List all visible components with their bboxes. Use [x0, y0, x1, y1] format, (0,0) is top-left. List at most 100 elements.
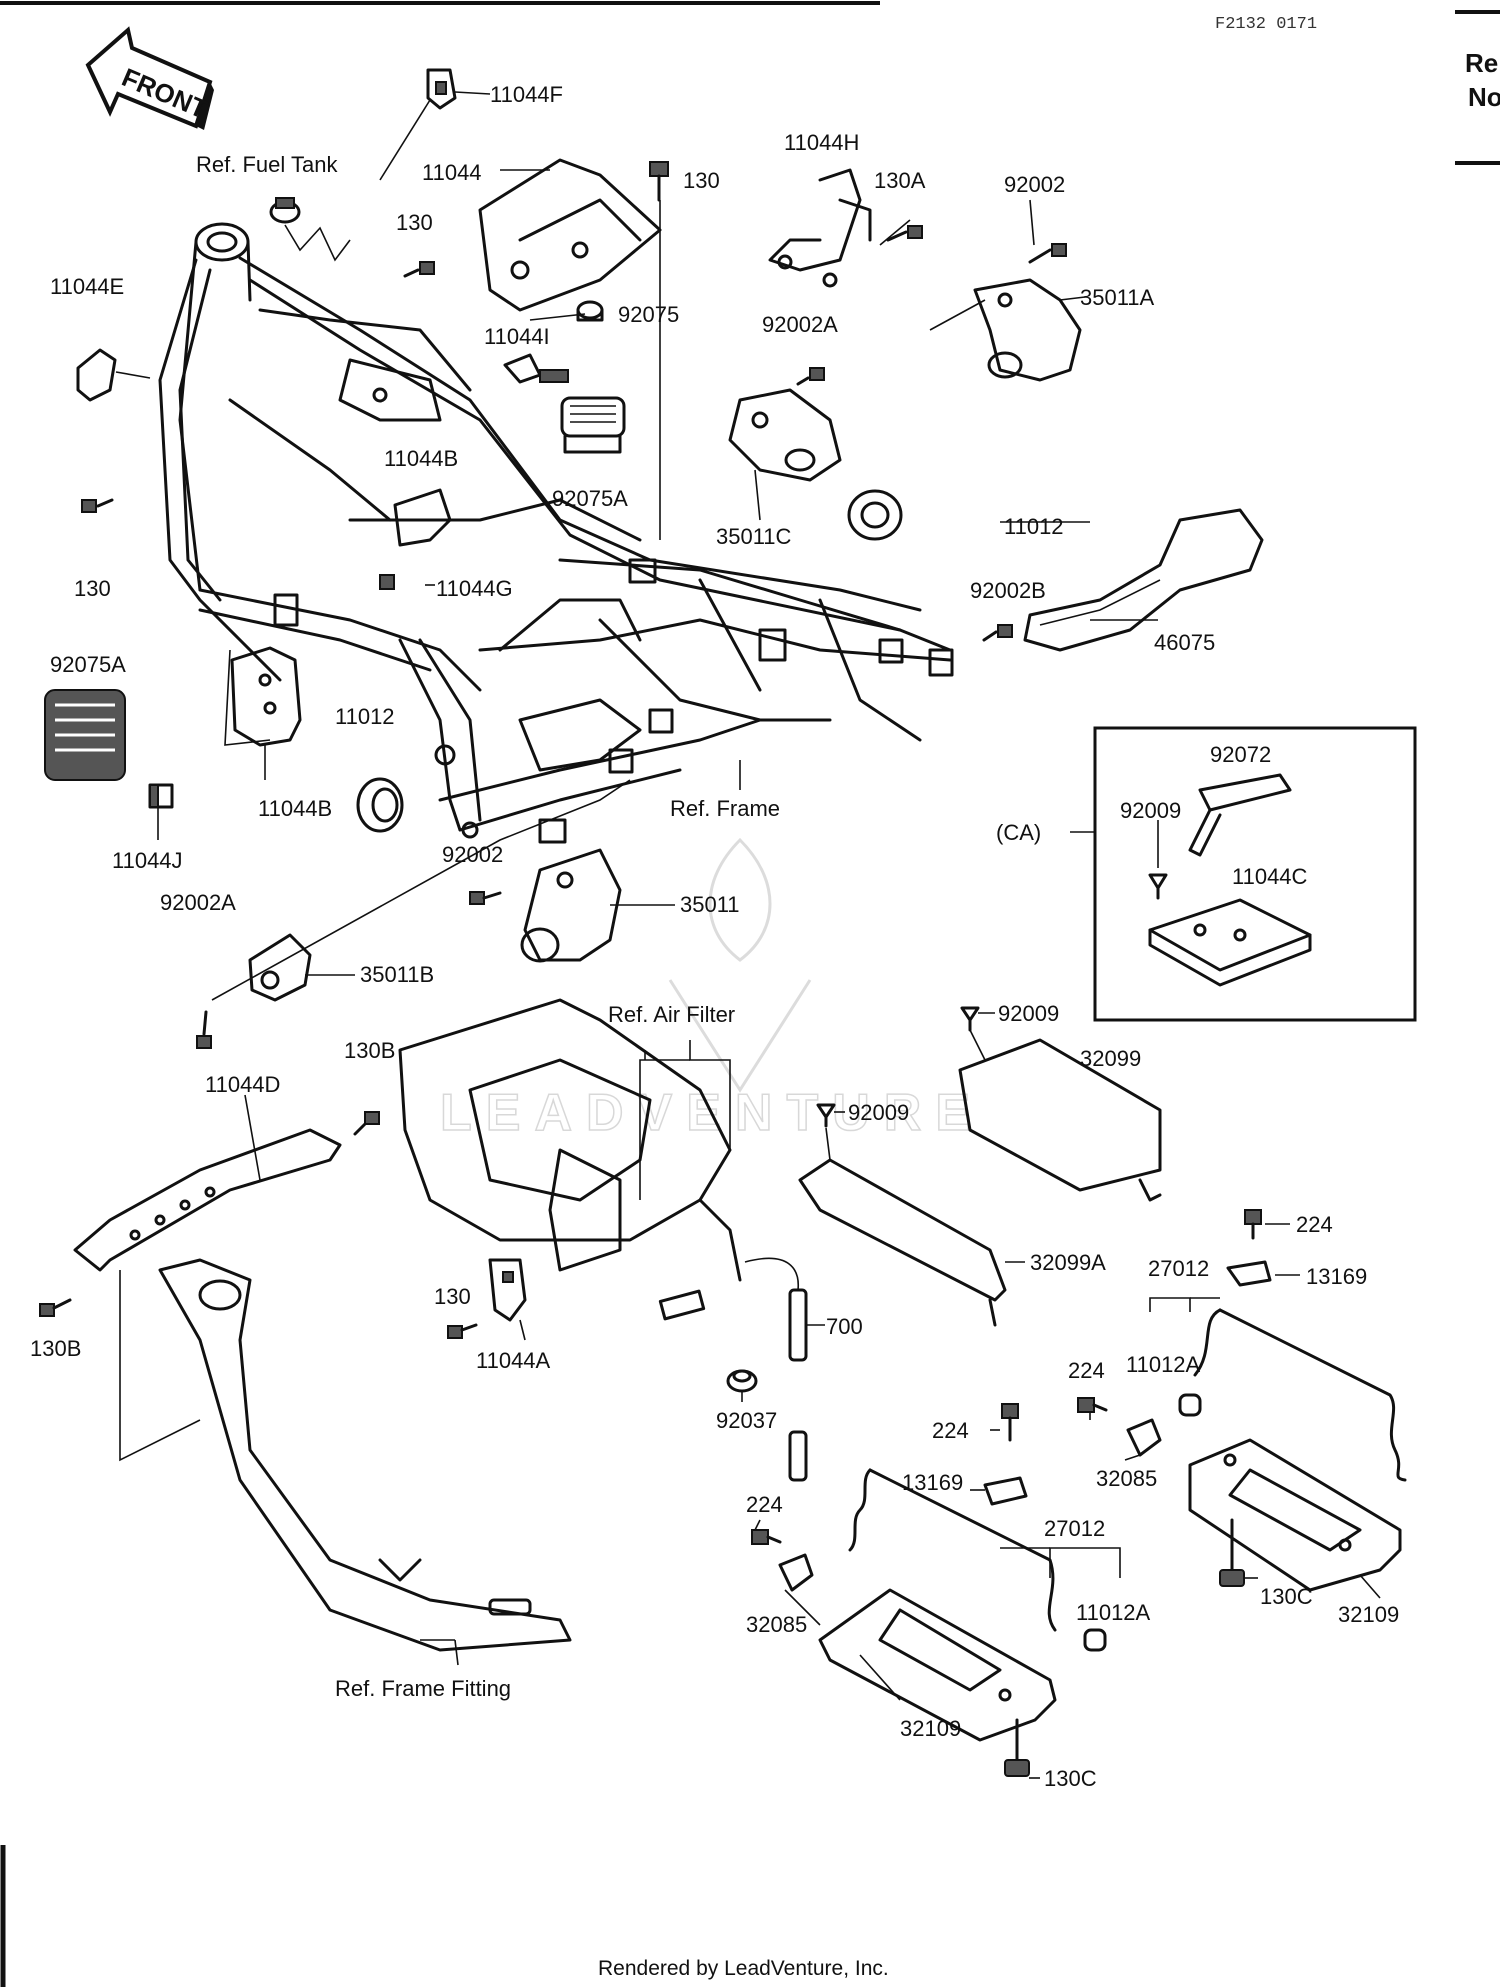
part-11012-upper [847, 489, 903, 541]
part-11044e [76, 348, 117, 402]
part-92009-ca [1148, 873, 1168, 900]
part-27012-rod-a [1193, 1308, 1407, 1482]
part-35011c [728, 388, 842, 482]
callout-32099a: 32099A [1030, 1250, 1106, 1275]
callout-11044h: 11044H [784, 130, 859, 155]
part-130-bolt-d [447, 1323, 478, 1339]
callout-11012-b: 11012 [335, 704, 395, 729]
callout-35011: 35011 [680, 892, 740, 917]
callout-92002-b: 92002 [442, 842, 503, 867]
part-35011 [520, 848, 622, 963]
callout-11044b-a: 11044B [384, 446, 458, 471]
callout-92072: 92072 [1210, 742, 1271, 767]
part-92002b-bolt [982, 624, 1013, 642]
part-11044j [148, 783, 174, 809]
part-92002-bolt-b [469, 891, 502, 905]
callout-ca: (CA) [996, 820, 1041, 845]
callout-35011a: 35011A [1080, 285, 1155, 310]
part-92037 [726, 1369, 758, 1393]
part-224-bolt-b [1077, 1397, 1108, 1413]
part-13169-b [983, 1476, 1028, 1506]
part-92009-b [960, 1006, 980, 1032]
callout-11044g: 11044G [436, 576, 513, 601]
callout-130c-b: 130C [1044, 1766, 1097, 1791]
callout-35011c: 35011C [716, 524, 792, 549]
callout-ref-frame: Ref. Frame [670, 796, 780, 821]
corner-text-2: No [1468, 82, 1500, 112]
callout-130b-a: 130B [344, 1038, 395, 1063]
part-11044b-upper [338, 358, 442, 422]
part-92009-c [816, 1103, 836, 1128]
callout-92009-c: 92009 [848, 1100, 909, 1125]
callout-ref-air-filter: Ref. Air Filter [608, 1002, 735, 1027]
callout-11012a-a: 11012A [1126, 1352, 1201, 1377]
part-11012a-cap-b [1083, 1628, 1107, 1652]
part-130a-bolt [886, 225, 923, 242]
part-224-bolt-a [1244, 1209, 1262, 1240]
callout-130a: 130A [874, 168, 926, 193]
part-92075a-upper [560, 396, 626, 454]
callout-92075a-a: 92075A [552, 486, 628, 511]
callout-92009-a: 92009 [1120, 798, 1181, 823]
part-92002a-bolt-b [196, 1010, 212, 1049]
part-11044h [768, 168, 872, 288]
air-filter-box [398, 998, 742, 1282]
part-11044f [426, 68, 457, 110]
callout-92002a-a: 92002A [762, 312, 838, 337]
callout-92009-b: 92009 [998, 1001, 1059, 1026]
part-32109-a [1188, 1438, 1402, 1592]
part-11044 [478, 158, 662, 312]
part-92075a-lower [44, 689, 126, 781]
callout-92002a-b: 92002A [160, 890, 236, 915]
callout-11012-a: 11012 [1004, 514, 1064, 539]
leader-lines [157, 199, 1381, 1779]
callout-11044f: 11044F [490, 82, 563, 107]
callout-130-d: 130 [434, 1284, 471, 1309]
callout-27012-b: 27012 [1044, 1516, 1105, 1541]
part-130-bolt-b [403, 261, 435, 278]
part-11012a-cap-a [1178, 1393, 1202, 1417]
part-11044i [503, 353, 569, 384]
callout-92002-a: 92002 [1004, 172, 1065, 197]
part-130-bolt-c [81, 498, 114, 513]
part-92075 [576, 300, 604, 322]
callout-11044d: 11044D [205, 1072, 280, 1097]
watermark: LEADVENTURE [439, 837, 984, 1143]
ca-inset-box [1093, 726, 1417, 1022]
callout-11012a-b: 11012A [1076, 1600, 1151, 1625]
callout-11044: 11044 [422, 160, 482, 185]
part-130b-bolt-a [353, 1111, 380, 1136]
part-92002-bolt-a [1028, 243, 1067, 264]
part-46075 [1023, 508, 1264, 652]
part-13169-a [1226, 1260, 1272, 1287]
part-130c-bolt-b [1004, 1718, 1030, 1777]
part-92002a-bolt-a [796, 367, 825, 386]
part-35011a [973, 278, 1082, 382]
callout-130b-b: 130B [30, 1336, 81, 1361]
footer-credit: Rendered by LeadVenture, Inc. [598, 1957, 889, 1980]
part-32109-b [818, 1588, 1057, 1742]
callout-32109-a: 32109 [1338, 1602, 1399, 1627]
callout-700: 700 [826, 1314, 863, 1339]
part-11044g [379, 488, 452, 590]
callout-130c-a: 130C [1260, 1584, 1313, 1609]
drawing-code: F2132 0171 [1215, 15, 1317, 34]
part-35011b [248, 933, 312, 1002]
callout-46075: 46075 [1154, 630, 1215, 655]
part-130c-bolt-a [1219, 1518, 1245, 1587]
callout-11044i: 11044I [484, 324, 550, 349]
front-arrow-icon: FRONT [85, 26, 214, 130]
callout-32085-b: 32085 [746, 1612, 807, 1637]
watermark-text: LEADVENTURE [440, 1084, 984, 1142]
part-11012-lower [356, 777, 404, 833]
callout-ref-frame-fitting: Ref. Frame Fitting [335, 1676, 511, 1701]
corner-text-1: Re [1465, 48, 1498, 78]
callout-32085-a: 32085 [1096, 1466, 1157, 1491]
callout-92037: 92037 [716, 1408, 777, 1433]
callout-11044c: 11044C [1232, 864, 1308, 889]
callout-130-a: 130 [683, 168, 720, 193]
callout-35011b: 35011B [360, 962, 434, 987]
callout-224-c: 224 [932, 1418, 969, 1443]
callout-92002b: 92002B [970, 578, 1046, 603]
part-92072 [1188, 773, 1292, 857]
